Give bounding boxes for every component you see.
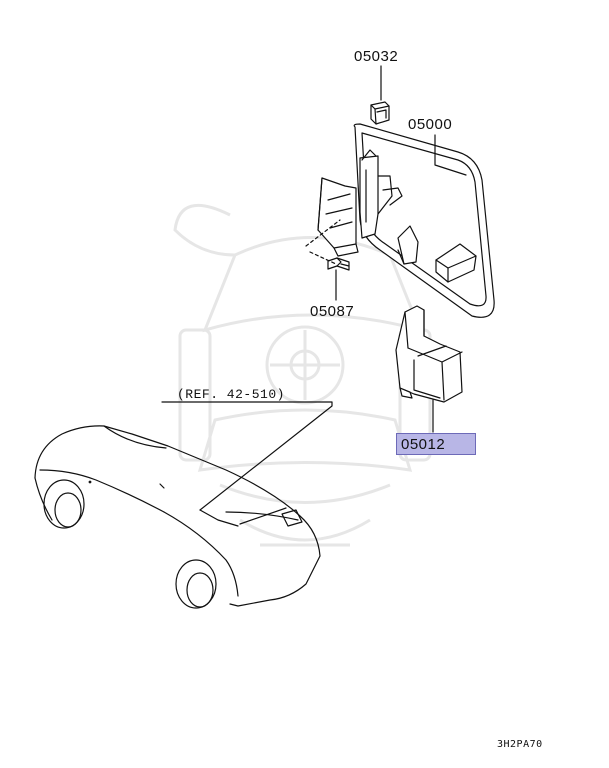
clip-part-05032[interactable] [370,101,390,125]
part-label-05032[interactable]: 05032 [354,48,399,65]
screw-part-05087[interactable] [327,257,350,271]
bracket-housing-05012[interactable] [395,305,463,403]
dash-line-bracket [305,219,341,247]
ref-leader-line [161,401,333,511]
reference-label[interactable]: (REF. 42-510) [177,387,285,402]
part-label-05087[interactable]: 05087 [310,303,355,320]
fuel-lid-panel-05000[interactable] [317,123,495,318]
leader-05000 [434,134,467,176]
part-label-05012-highlighted[interactable]: 05012 [396,433,476,455]
part-label-05000[interactable]: 05000 [408,116,453,133]
car-outline [34,425,321,609]
diagram-code: 3H2PA70 [497,739,543,750]
dash-line-05087 [309,251,337,265]
